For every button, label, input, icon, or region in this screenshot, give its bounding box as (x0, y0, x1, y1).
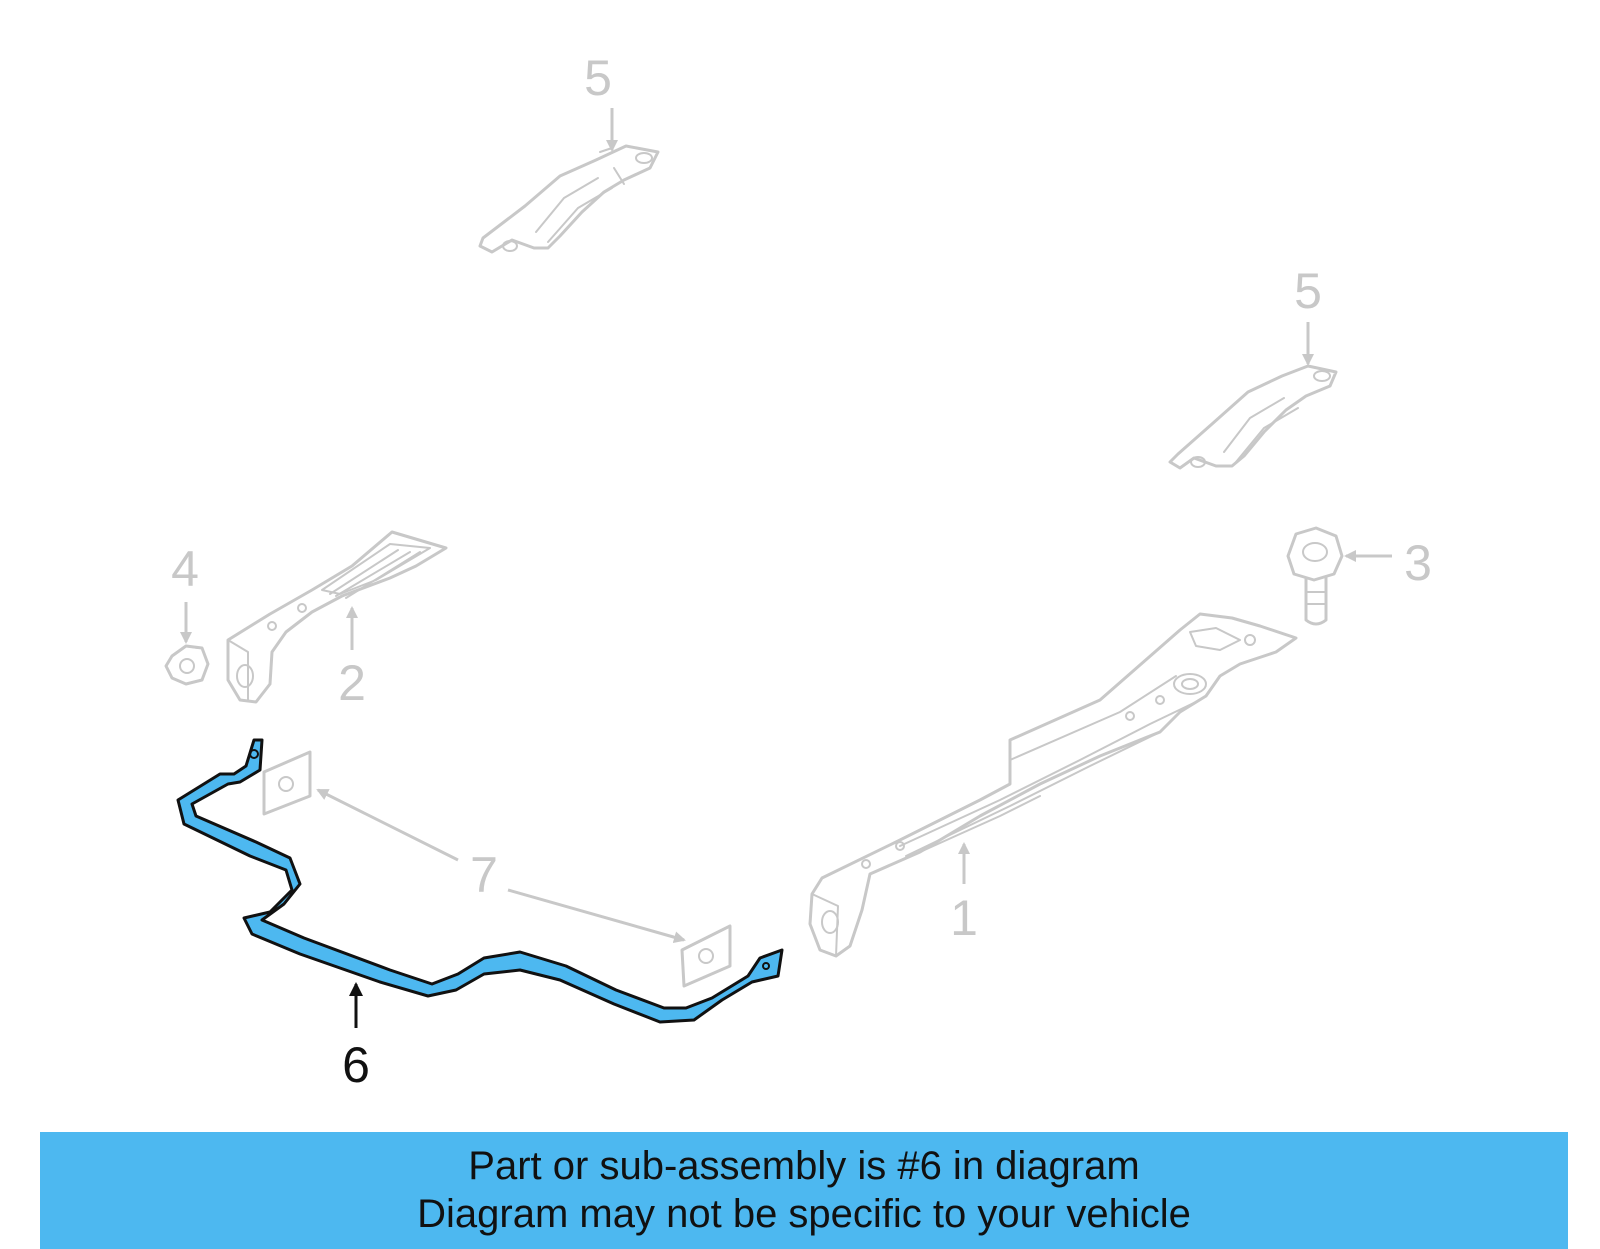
callout-4: 4 (171, 541, 199, 597)
callout-1: 1 (950, 890, 978, 946)
callout-5-right: 5 (1294, 263, 1322, 319)
arrow-7-right (507, 888, 686, 944)
stabilizer-bar-part-6 (176, 738, 784, 1024)
callout-3: 3 (1404, 535, 1432, 591)
banner-line-2: Diagram may not be specific to your vehi… (417, 1192, 1191, 1236)
callout-2: 2 (338, 655, 366, 711)
banner-line-1: Part or sub-assembly is #6 in diagram (468, 1144, 1140, 1188)
info-banner: Part or sub-assembly is #6 in diagram Di… (40, 1132, 1568, 1249)
bracket-part-5-right (1168, 364, 1338, 470)
bracket-part-5-top (478, 144, 660, 254)
frame-rail-part-1 (808, 612, 1298, 958)
bolt-part-3 (1286, 526, 1344, 626)
crossmember-part-2 (226, 530, 448, 704)
insulator-part-7-left (262, 750, 312, 816)
callout-7: 7 (470, 847, 498, 903)
nut-part-4 (164, 644, 210, 686)
callout-5-top: 5 (584, 50, 612, 106)
callout-6: 6 (342, 1037, 370, 1093)
insulator-part-7-right (680, 924, 732, 988)
arrow-7-left (316, 788, 459, 862)
